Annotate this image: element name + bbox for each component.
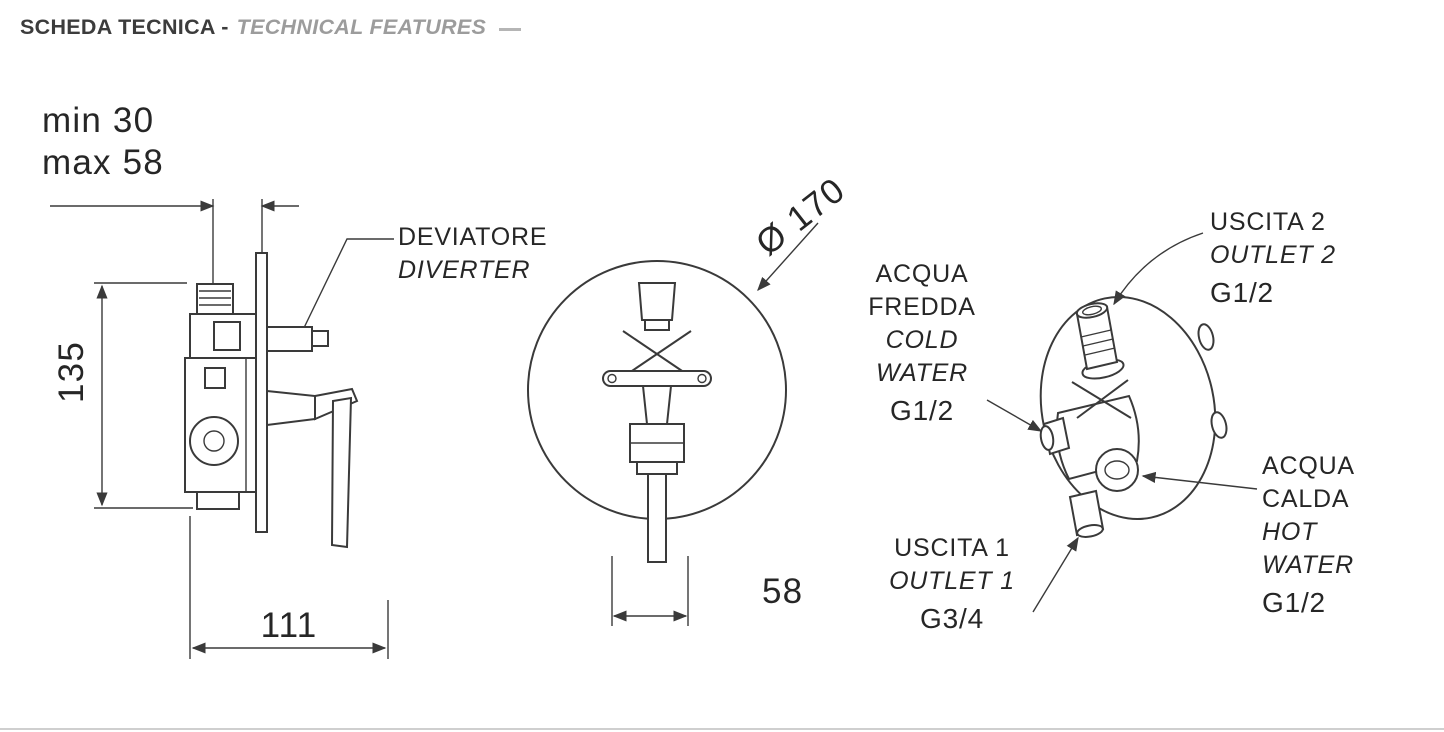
outlet2-it: USCITA 2 bbox=[1210, 208, 1326, 236]
diverter-label: DEVIATORE DIVERTER bbox=[398, 221, 547, 287]
dimension-body-width-label: 58 bbox=[762, 572, 804, 611]
outlet1-en: OUTLET 1 bbox=[889, 567, 1015, 595]
hot-water-en-2: WATER bbox=[1262, 551, 1354, 579]
sheet-title-english: TECHNICAL FEATURES bbox=[236, 15, 487, 39]
cold-water-it-1: ACQUA bbox=[875, 260, 969, 288]
hot-water-thread: G1/2 bbox=[1262, 587, 1326, 618]
hot-water-it-2: CALDA bbox=[1262, 485, 1350, 513]
hot-water-leader-line bbox=[1141, 471, 1258, 490]
header-rule bbox=[499, 27, 522, 31]
cold-water-it-2: FREDDA bbox=[868, 293, 976, 321]
valve-body-side bbox=[184, 283, 257, 510]
dimension-height-label: 135 bbox=[52, 341, 91, 403]
outlet1-thread: G3/4 bbox=[920, 603, 984, 634]
dimension-wall-depth-range: min 30 max 58 bbox=[42, 100, 164, 184]
dimension-height-lines bbox=[94, 282, 193, 509]
cold-water-en-1: COLD bbox=[885, 326, 959, 354]
dimension-wall-depth-lines bbox=[50, 199, 299, 283]
cold-water-leader-line bbox=[986, 399, 1043, 432]
cold-water-label: ACQUA FREDDA COLD WATER G1/2 bbox=[868, 258, 976, 430]
outlet1-label: USCITA 1 OUTLET 1 G3/4 bbox=[889, 532, 1015, 638]
diameter-leader-line bbox=[757, 222, 819, 292]
dimension-min-label: min 30 bbox=[42, 101, 155, 140]
header: SCHEDA TECNICA - TECHNICAL FEATURES bbox=[20, 15, 522, 40]
valve-front bbox=[602, 282, 712, 563]
diverter-knob-side bbox=[266, 326, 329, 352]
sheet-title-italian: SCHEDA TECNICA - bbox=[20, 15, 229, 39]
footer-rule bbox=[0, 728, 1444, 730]
outlet2-label: USCITA 2 OUTLET 2 G1/2 bbox=[1210, 206, 1336, 312]
plate-boss-top bbox=[1197, 323, 1215, 351]
dimension-max-label: max 58 bbox=[42, 143, 164, 182]
outlet2-thread: G1/2 bbox=[1210, 277, 1274, 308]
diverter-label-it: DEVIATORE bbox=[398, 223, 548, 251]
outlet2-leader-line bbox=[1113, 232, 1204, 306]
hot-water-en-1: HOT bbox=[1262, 518, 1318, 546]
valve-body-perspective bbox=[1039, 302, 1140, 538]
mixer-handle-side bbox=[266, 387, 359, 549]
dimension-depth-label: 111 bbox=[260, 606, 318, 645]
outlet1-it: USCITA 1 bbox=[894, 534, 1010, 562]
dimension-58-lines bbox=[611, 556, 689, 626]
hot-water-it-1: ACQUA bbox=[1262, 452, 1355, 480]
outlet1-leader-line bbox=[1032, 536, 1079, 613]
plate-boss-bottom bbox=[1210, 411, 1228, 439]
cold-water-en-2: WATER bbox=[876, 359, 968, 387]
cold-water-thread: G1/2 bbox=[890, 395, 954, 426]
outlet2-en: OUTLET 2 bbox=[1210, 241, 1336, 269]
diverter-label-en: DIVERTER bbox=[398, 256, 531, 284]
dimension-depth-lines bbox=[189, 516, 389, 659]
diverter-leader-line bbox=[300, 238, 394, 335]
hot-water-label: ACQUA CALDA HOT WATER G1/2 bbox=[1262, 450, 1355, 622]
perspective-view-linework bbox=[986, 232, 1258, 613]
wall-plate-side bbox=[255, 252, 268, 533]
front-view-linework bbox=[527, 222, 819, 626]
side-view-linework bbox=[50, 199, 394, 659]
